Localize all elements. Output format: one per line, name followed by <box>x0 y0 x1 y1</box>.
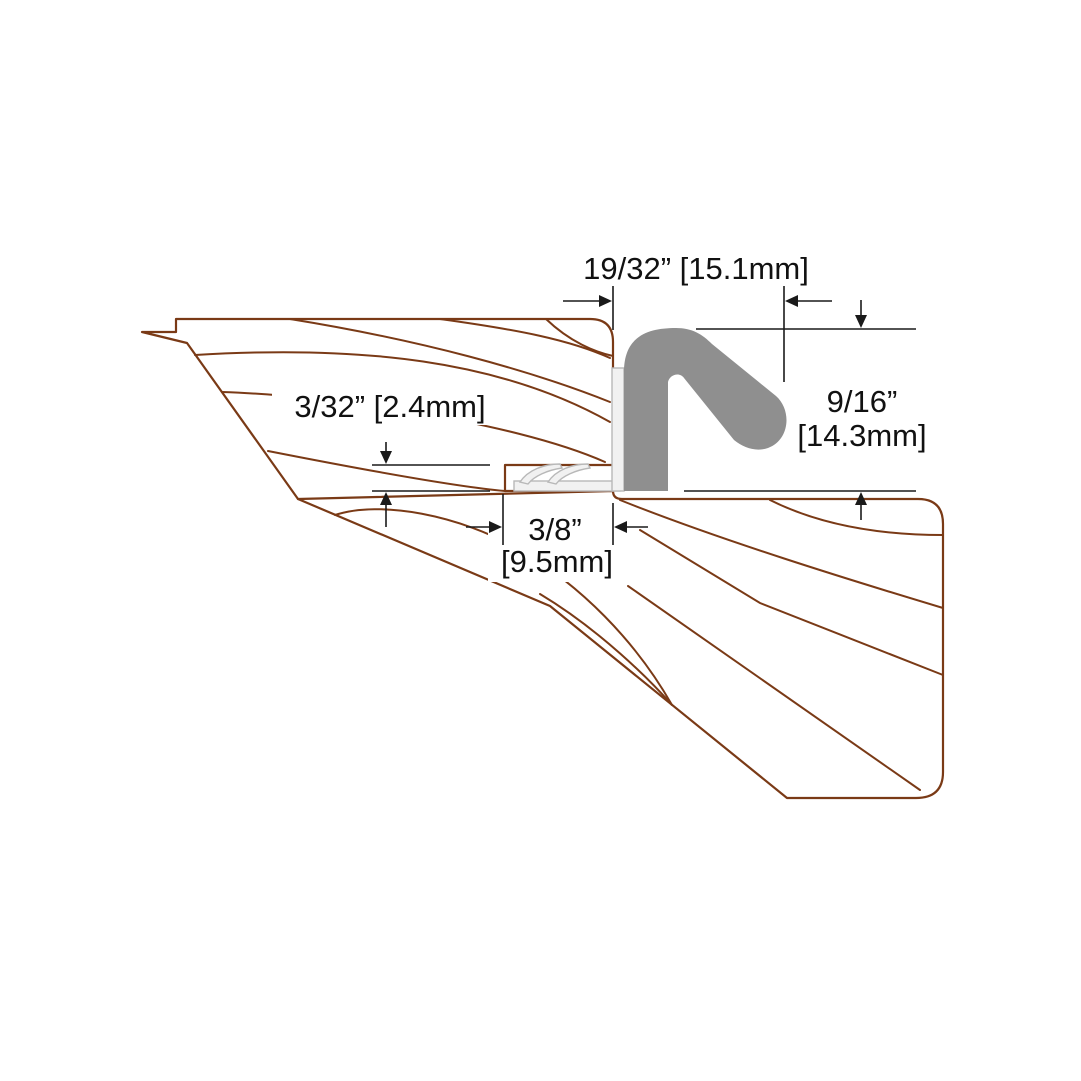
jamb-profile <box>296 489 945 800</box>
wood-grain <box>194 318 944 791</box>
label-width: 19/32” [15.1mm] <box>583 251 809 286</box>
label-mask-flange-length <box>488 510 626 582</box>
dimension-height: 9/16” [14.3mm] <box>684 300 927 520</box>
label-flange-length-inch: 3/8” <box>528 512 581 547</box>
dimension-flange-thickness: 3/32” [2.4mm] <box>294 389 490 527</box>
label-height-inch: 9/16” <box>827 384 898 419</box>
weatherstrip-bulb <box>624 328 787 491</box>
label-height-mm: [14.3mm] <box>797 418 926 453</box>
weatherstrip-flange <box>513 367 625 492</box>
dimension-flange-length: 3/8” [9.5mm] <box>466 494 648 579</box>
label-mask-flange-thickness <box>272 391 504 425</box>
label-flange-thickness: 3/32” [2.4mm] <box>294 389 485 424</box>
dimension-width: 19/32” [15.1mm] <box>563 251 832 382</box>
label-flange-length-mm: [9.5mm] <box>501 544 613 579</box>
